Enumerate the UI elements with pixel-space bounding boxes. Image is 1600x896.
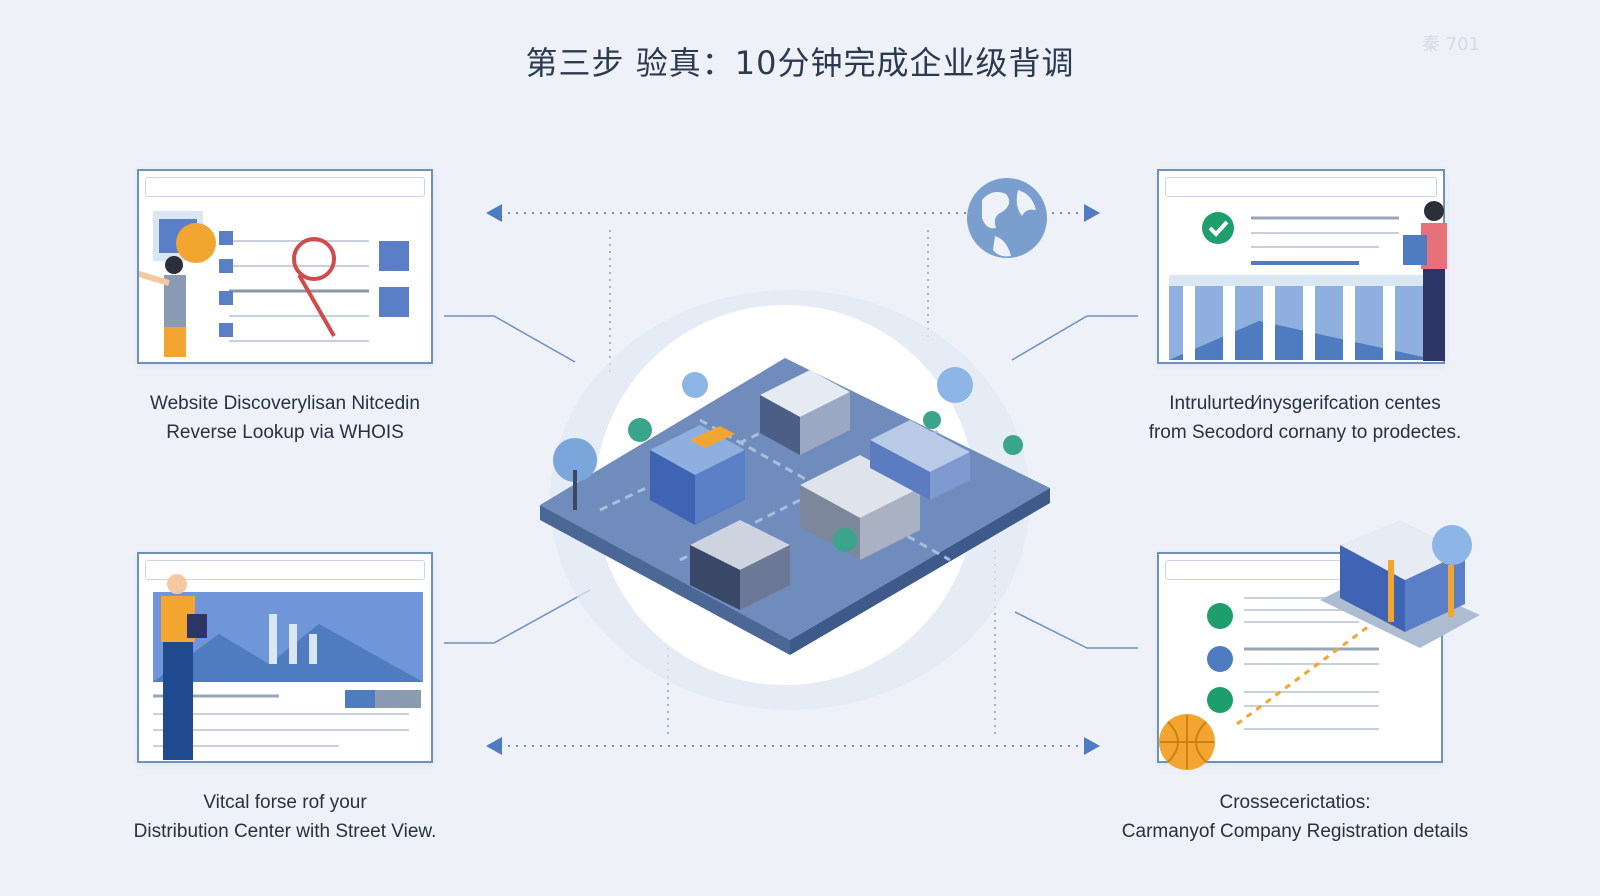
street-view-illustration	[153, 574, 423, 760]
browser-address-bar	[145, 560, 425, 580]
caption-line-1: Vitcal forse rof your	[203, 792, 367, 813]
lightbulb-icon	[176, 223, 216, 263]
bottom-arrow-left-head	[486, 737, 502, 755]
caption-line-2: Distribution Center with Street View.	[133, 821, 437, 842]
caption-line-2: Reverse Lookup via WHOIS	[166, 422, 404, 443]
caption-line-2: Carmanyof Company Registration details	[1121, 821, 1469, 842]
caption-line-1: Website Discoverylisan Nitcedin	[150, 393, 420, 414]
registration-illustration	[1207, 597, 1379, 730]
magnifier-icon	[292, 237, 336, 337]
caption-line-1: Crossecerictatios:	[1219, 792, 1371, 813]
connector-bottom-right	[1014, 611, 1138, 649]
step-caption-street-view: Vitcal forse rof your Distribution Cente…	[100, 788, 470, 846]
step-caption-verification: Intrulurted⁄inysgerifcation centes from …	[1100, 389, 1510, 447]
checkmark-icon	[1202, 212, 1234, 244]
isometric-city-illustration	[540, 358, 1050, 655]
connector-top-right	[1011, 315, 1138, 361]
top-arrow-right-head	[1084, 204, 1100, 222]
watermark: 秦 701	[1421, 34, 1480, 55]
street-view-panel	[137, 552, 433, 763]
verification-illustration	[1169, 201, 1447, 361]
browser-address-bar	[145, 177, 425, 197]
top-arrow-left-head	[486, 204, 502, 222]
connector-top-left	[444, 315, 576, 363]
connector-bottom-left	[444, 589, 591, 644]
verification-panel	[1157, 169, 1447, 364]
registration-panel	[1157, 552, 1443, 763]
step-caption-registration: Crossecerictatios: Carmanyof Company Reg…	[1075, 788, 1515, 846]
globe-icon	[967, 178, 1047, 258]
caption-line-1: Intrulurted⁄inysgerifcation centes	[1169, 393, 1441, 414]
website-discovery-panel	[137, 169, 433, 364]
bottom-arrow-right-head	[1084, 737, 1100, 755]
website-discovery-illustration	[139, 211, 409, 357]
caption-line-2: from Secodord cornany to prodectes.	[1148, 422, 1462, 443]
step-caption-website-discovery: Website Discoverylisan Nitcedin Reverse …	[112, 389, 458, 447]
page-title: 第三步 验真：10分钟完成企业级背调	[525, 44, 1075, 82]
browser-address-bar	[1165, 177, 1437, 197]
